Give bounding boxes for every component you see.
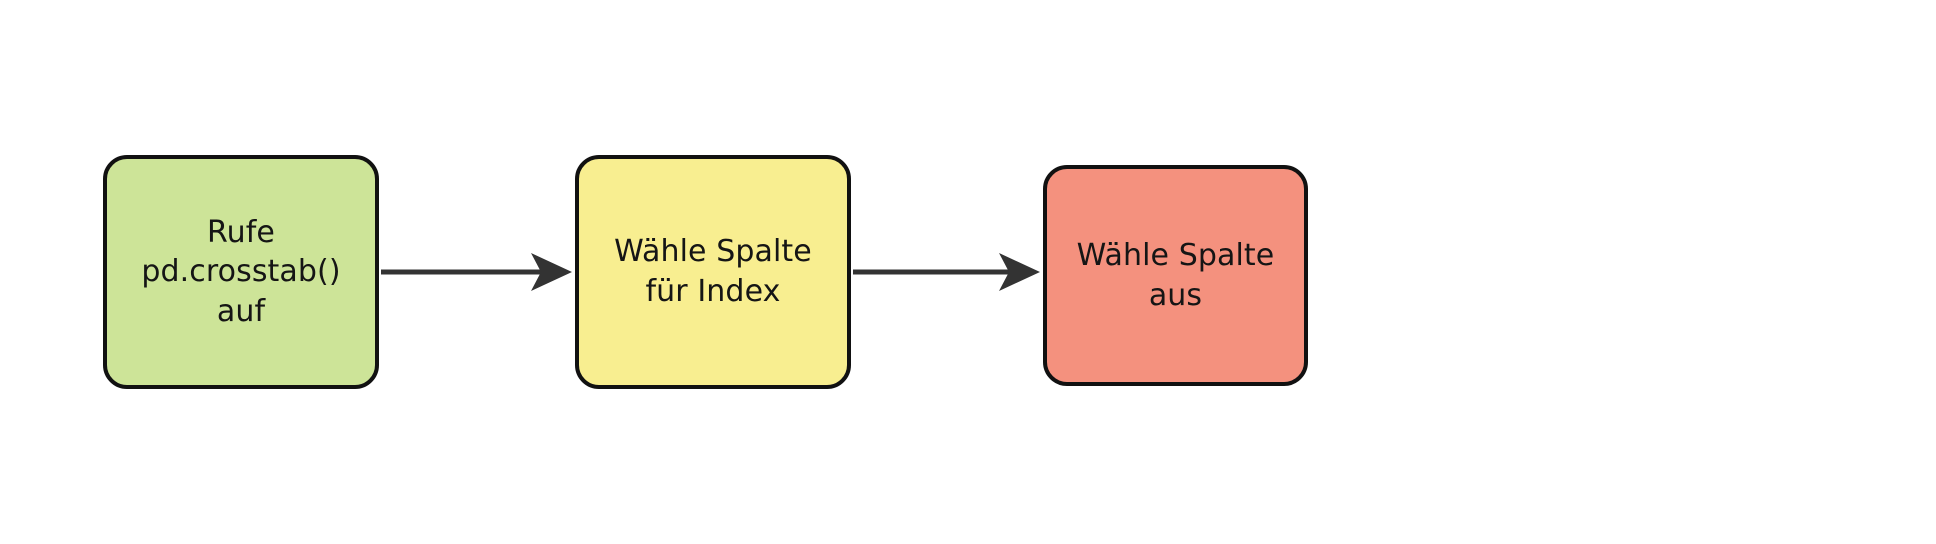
flowchart-node-index-label: Wähle Spalte für Index (614, 234, 812, 309)
flowchart-node-select-label: Wähle Spalte aus (1076, 237, 1275, 313)
flowchart-node-index[interactable]: Wähle Spalte für Index (575, 155, 851, 389)
edge-start-index (381, 253, 572, 291)
flowchart-node-select[interactable]: Wähle Spalte aus (1043, 165, 1308, 386)
edge-index-select (853, 253, 1040, 291)
flowchart-node-start[interactable]: Rufe pd.crosstab() auf (103, 155, 379, 389)
flowchart-node-start-label: Rufe pd.crosstab() auf (141, 214, 341, 329)
edge-index-select-arrowhead (999, 253, 1040, 291)
edge-start-index-arrowhead (531, 253, 572, 291)
